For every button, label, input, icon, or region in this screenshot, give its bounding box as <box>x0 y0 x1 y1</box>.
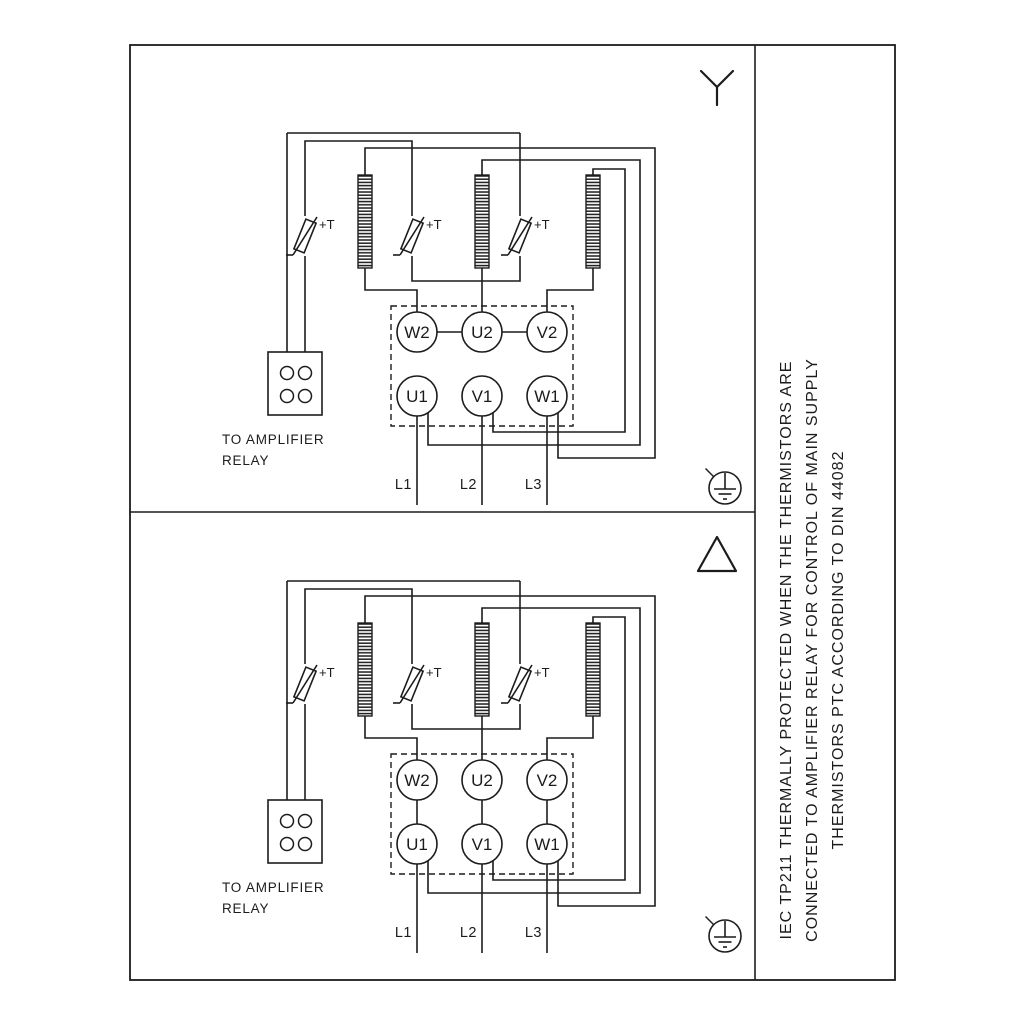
delta-symbol-icon <box>696 535 738 573</box>
side-note-line1: IEC TP211 THERMALLY PROTECTED WHEN THE T… <box>778 361 795 940</box>
star-symbol-icon <box>699 69 735 107</box>
delta-links <box>416 800 548 824</box>
side-note-line2: CONNECTED TO AMPLIFIER RELAY FOR CONTROL… <box>804 358 821 942</box>
delta-panel <box>222 535 741 953</box>
star-panel <box>222 69 741 505</box>
side-note: IEC TP211 THERMALLY PROTECTED WHEN THE T… <box>778 358 847 942</box>
side-note-line3: THERMISTORS PTC ACCORDING TO DIN 44082 <box>830 451 847 850</box>
